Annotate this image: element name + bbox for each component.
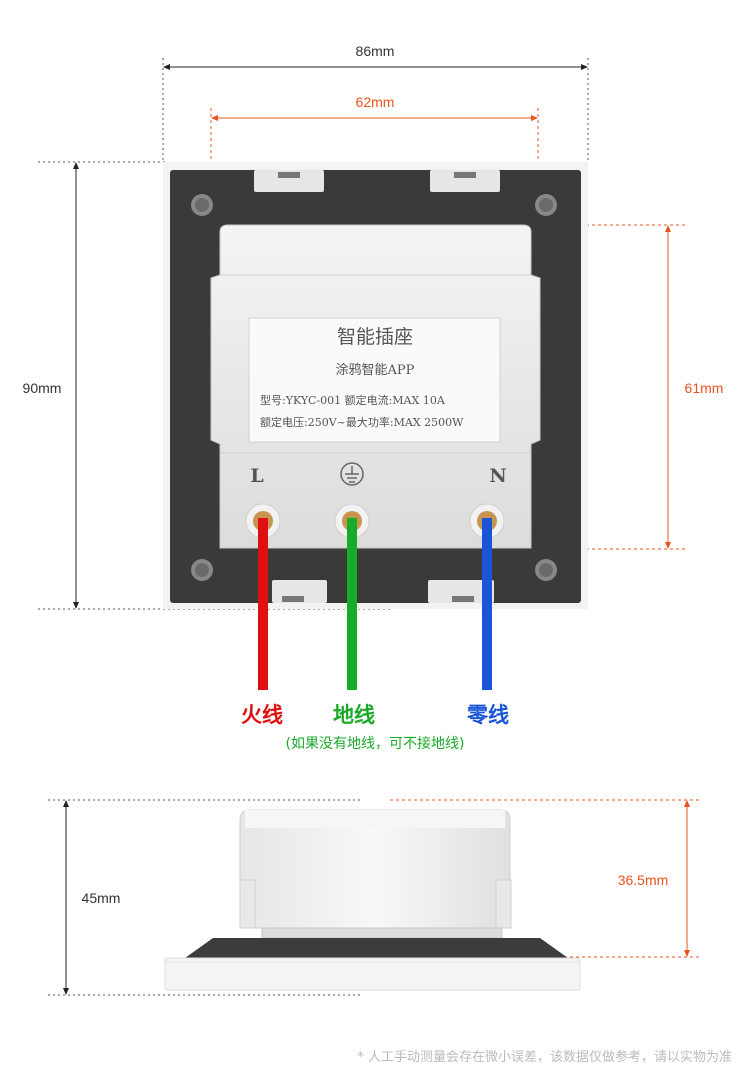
- dimension-module-depth: 36.5mm: [390, 799, 700, 958]
- dimension-front-width: 86mm: [162, 43, 589, 160]
- terminal-neutral-letter: N: [489, 465, 506, 487]
- label-rating: 额定电压:250V~最大功率:MAX 2500W: [260, 415, 464, 429]
- dimension-side-depth: 45mm: [48, 799, 360, 996]
- module-height-label: 61mm: [685, 380, 724, 396]
- wire-live-label: 火线: [241, 703, 283, 727]
- disclaimer-text: * 人工手动测量会存在微小误差，该数据仅做参考，请以实物为准: [357, 1049, 732, 1065]
- wire-ground-label: 地线: [333, 703, 375, 727]
- socket-back-view: 智能插座 涂鸦智能APP 型号:YKYC-001 额定电流:MAX 10A 额定…: [163, 162, 588, 609]
- terminal-live-letter: L: [250, 465, 263, 487]
- wire-live: [258, 518, 268, 690]
- front-height-label: 90mm: [23, 380, 62, 396]
- label-title: 智能插座: [337, 326, 413, 348]
- label-card: [248, 317, 501, 443]
- wire-neutral-label: 零线: [466, 703, 509, 727]
- ground-note: (如果没有地线，可不接地线): [286, 735, 465, 752]
- ground-symbol-icon: [340, 462, 364, 486]
- inner-width-label: 62mm: [356, 94, 395, 110]
- socket-side-view: [164, 809, 581, 991]
- module-depth-label: 36.5mm: [618, 872, 669, 888]
- side-depth-label: 45mm: [82, 890, 121, 906]
- label-model: 型号:YKYC-001 额定电流:MAX 10A: [260, 393, 446, 407]
- label-app: 涂鸦智能APP: [336, 362, 415, 378]
- dimension-inner-width: 62mm: [210, 94, 539, 430]
- wire-neutral: [482, 518, 492, 690]
- front-width-label: 86mm: [356, 43, 395, 59]
- wire-ground: [347, 518, 357, 690]
